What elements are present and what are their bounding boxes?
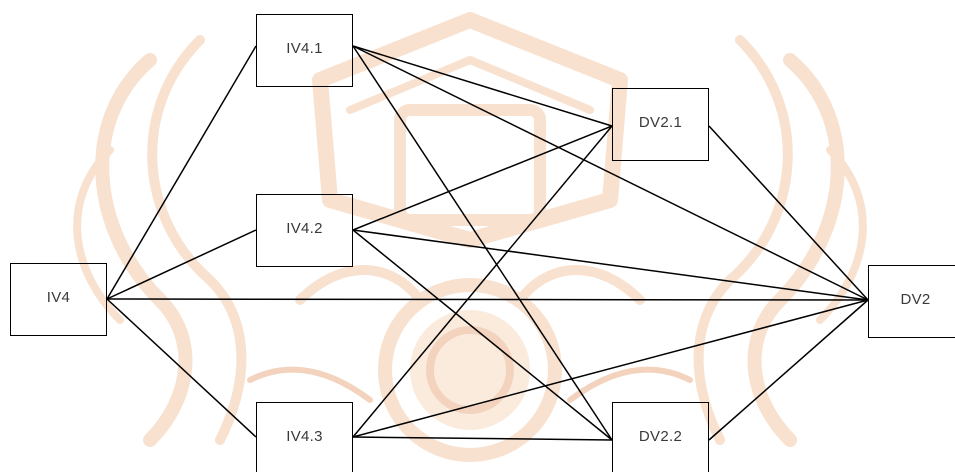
- edge-iv4-2-to-dv2: [352, 229, 869, 301]
- edge-iv4-1-to-dv2-1: [352, 45, 613, 127]
- node-iv4-label: IV4: [46, 289, 71, 306]
- node-dv2: DV2: [868, 265, 955, 338]
- node-dv2-1-label: DV2.1: [638, 114, 683, 131]
- node-dv2-2-label: DV2.2: [638, 428, 683, 445]
- edge-iv4-3-to-dv2-1: [352, 125, 613, 438]
- edge-iv4-3-to-dv2: [352, 299, 869, 438]
- edge-iv4-to-dv2: [106, 298, 869, 301]
- node-iv4-2-label: IV4.2: [286, 220, 323, 237]
- edge-dv2-2-to-dv2: [708, 299, 869, 441]
- node-iv4-1-label: IV4.1: [286, 40, 323, 57]
- node-dv2-label: DV2: [900, 291, 931, 308]
- edge-iv4-3-to-dv2-2: [352, 436, 613, 441]
- node-iv4-2: IV4.2: [256, 194, 353, 267]
- node-iv4-1: IV4.1: [256, 14, 353, 87]
- edge-iv4-1-to-dv2-2: [352, 45, 613, 441]
- edge-dv2-1-to-dv2: [708, 125, 869, 301]
- edge-iv4-to-iv4-3: [106, 298, 257, 438]
- node-iv4-3: IV4.3: [256, 402, 353, 472]
- node-dv2-1: DV2.1: [612, 88, 709, 161]
- edge-iv4-to-iv4-1: [106, 45, 257, 300]
- node-iv4: IV4: [10, 263, 107, 336]
- edge-iv4-1-to-dv2: [352, 45, 869, 301]
- edge-iv4-to-iv4-2: [106, 229, 257, 300]
- edge-iv4-2-to-dv2-1: [352, 125, 613, 231]
- node-dv2-2: DV2.2: [612, 402, 709, 472]
- node-iv4-3-label: IV4.3: [286, 428, 323, 445]
- edge-iv4-2-to-dv2-2: [352, 229, 613, 441]
